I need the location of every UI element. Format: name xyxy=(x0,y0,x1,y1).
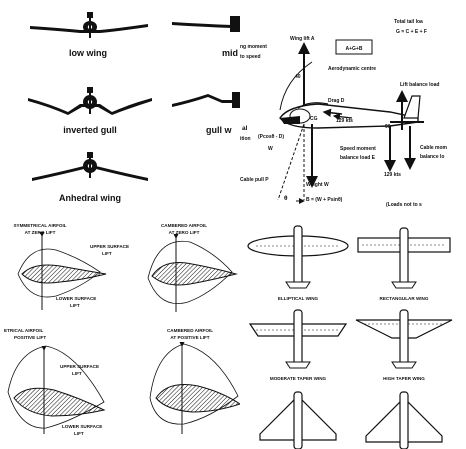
sym-zero-title-1: SYMMETRICAL AIRFOIL xyxy=(13,223,66,228)
cable-moment-label-1: Cable mom xyxy=(420,145,448,151)
upper-surface-label-4: LIFT xyxy=(72,371,82,376)
mid-wing-label: mid w xyxy=(222,48,240,58)
elliptical-wing-label: ELLIPTICAL WING xyxy=(278,296,319,301)
speed-129-kts-b: 129 kts xyxy=(384,172,401,178)
wing-dihedral-panel: low wing mid w inverted gull gull w Anhe… xyxy=(0,0,240,205)
lower-surface-label-3: LOWER SURFACE xyxy=(62,424,102,429)
airfoil-pressure-panel: SYMMETRICAL AIRFOIL AT ZERO LIFT CAMBERE… xyxy=(0,212,240,449)
rectangular-wing-figure xyxy=(357,227,451,289)
moderate-taper-wing-figure xyxy=(248,309,348,369)
gull-wing-figure xyxy=(172,92,240,108)
speed-129-kts-a: 129 kts xyxy=(336,118,353,124)
low-wing-figure xyxy=(30,12,148,38)
gull-wing-label: gull w xyxy=(206,125,232,135)
w-small-label: W xyxy=(268,146,273,152)
inverted-gull-label: inverted gull xyxy=(63,125,117,135)
cam-zero-title-2: AT ZERO LIFT xyxy=(169,230,200,235)
lower-surface-label-1: LOWER SURFACE xyxy=(56,296,96,301)
cambered-airfoil-positive-lift xyxy=(149,342,240,434)
lower-surface-label-4: LIFT xyxy=(74,431,84,436)
ninety-label: 90 xyxy=(385,124,391,130)
weight-label: Weight W xyxy=(306,182,329,188)
cg-label: CG xyxy=(310,116,318,122)
total-tail-load-label: Total tail loa xyxy=(394,19,423,25)
inverted-gull-wing-figure xyxy=(28,87,152,115)
wing-lift-label: Wing lift A xyxy=(290,36,315,42)
anhedral-wing-figure xyxy=(32,152,148,181)
cam-zero-title-1: CAMBERED AIRFOIL xyxy=(161,223,207,228)
mid-wing-figure xyxy=(172,16,240,32)
al-label: al xyxy=(242,125,248,132)
cable-pull-label: Cable pull P xyxy=(240,177,269,183)
high-taper-wing-label: HIGH TAPER WING xyxy=(383,376,425,381)
total-tail-load-equation: G = C + E + F xyxy=(396,29,427,35)
low-wing-label: low wing xyxy=(69,48,107,58)
angle-40-label: 40 xyxy=(295,74,301,80)
cable-moment-label-2: balance lo xyxy=(420,154,444,160)
symmetric-airfoil-zero-lift xyxy=(17,232,107,310)
speed-moment-label-1: Speed moment xyxy=(340,146,376,152)
agb-label: A+G+B xyxy=(346,46,363,52)
moderate-taper-wing-label: MODERATE TAPER WING xyxy=(270,376,327,381)
lift-balance-load-label: Lift balance load xyxy=(400,82,439,88)
symmetric-airfoil-positive-lift xyxy=(7,345,106,434)
agb-box xyxy=(335,39,373,55)
sym-pos-title-2: POSITIVE LIFT xyxy=(14,335,46,340)
pitching-moment-label-1: ng moment xyxy=(240,44,267,50)
swept-wing-figure-left xyxy=(259,391,337,449)
wing-planform-panel: ELLIPTICAL WING RECTANGULAR WING MODERAT… xyxy=(240,212,466,449)
cambered-airfoil-zero-lift xyxy=(147,234,238,312)
aircraft-side-view xyxy=(279,95,424,129)
upper-surface-label-3: UPPER SURFACE xyxy=(60,364,99,369)
cam-pos-title-1: CAMBERED AIRFOIL xyxy=(167,328,213,333)
high-taper-wing-figure xyxy=(355,309,453,369)
swept-wing-figure-right xyxy=(365,391,443,449)
pcos-label: (Pcosθ - D) xyxy=(258,134,284,140)
upper-surface-label-1: UPPER SURFACE xyxy=(90,244,129,249)
pitching-moment-label-2: to speed xyxy=(240,54,261,60)
aero-centre-label: Aerodynamic centre xyxy=(328,66,376,72)
ition-label: ition xyxy=(240,136,251,142)
speed-moment-label-2: balance load E xyxy=(340,155,376,161)
sym-zero-title-2: AT ZERO LIFT xyxy=(25,230,56,235)
anhedral-wing-label: Anhedral wing xyxy=(59,193,121,203)
cam-pos-title-2: AT POSITIVE LIFT xyxy=(170,335,209,340)
lower-surface-label-2: LIFT xyxy=(70,303,80,308)
aircraft-forces-panel: Total tail loa G = C + E + F ng moment t… xyxy=(240,0,466,212)
theta-label: θ xyxy=(284,195,288,202)
rectangular-wing-label: RECTANGULAR WING xyxy=(380,296,429,301)
drag-label: Drag D xyxy=(328,98,345,104)
elliptical-wing-figure xyxy=(247,225,349,289)
b-equation-label: B = (W + Psinθ) xyxy=(306,197,343,203)
loads-note-label: (Loads not to s xyxy=(386,202,422,208)
upper-surface-label-2: LIFT xyxy=(102,251,112,256)
sym-pos-title-1: ETRICAL AIRFOIL xyxy=(4,328,43,333)
